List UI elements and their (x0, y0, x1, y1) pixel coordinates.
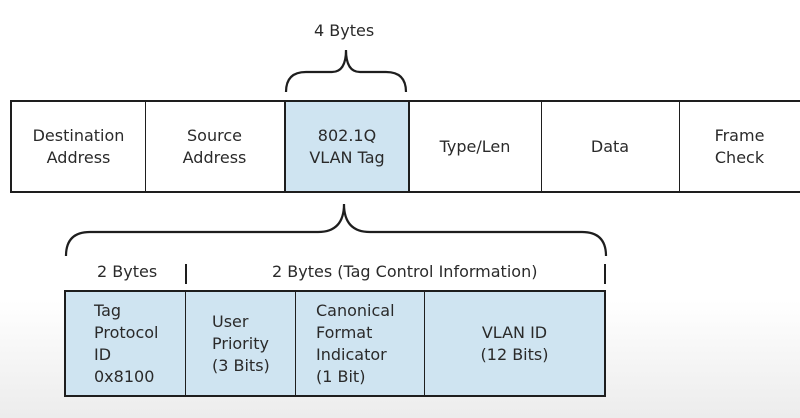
tag-field-user-priority: User Priority (3 Bits) (186, 290, 297, 397)
top-brace (284, 49, 408, 93)
tag-bytes-label-left: 2 Bytes (97, 262, 158, 281)
tag-field-label: Tag Protocol ID 0x8100 (94, 300, 159, 386)
tag-field-label: User Priority (3 Bits) (212, 311, 270, 375)
frame-field-type-len: Type/Len (409, 100, 542, 193)
top-bytes-label: 4 Bytes (314, 21, 375, 40)
bottom-brace (64, 203, 608, 257)
tag-bytes-label-right: 2 Bytes (Tag Control Information) (272, 262, 538, 281)
frame-field-label: Frame Check (714, 125, 765, 167)
tag-field-label: VLAN ID (12 Bits) (480, 322, 549, 364)
frame-field-destination: Destination Address (10, 100, 146, 193)
tag-field-tpid: Tag Protocol ID 0x8100 (64, 290, 187, 397)
frame-field-frame-check: Frame Check (679, 100, 800, 193)
frame-field-label: Data (590, 136, 630, 156)
frame-field-label: Source Address (182, 125, 247, 167)
tag-field-cfi: Canonical Format Indicator (1 Bit) (296, 290, 426, 397)
frame-field-label: Destination Address (32, 125, 125, 167)
tag-field-vlan-id: VLAN ID (12 Bits) (425, 290, 606, 397)
frame-field-data: Data (541, 100, 680, 193)
frame-field-source: Source Address (145, 100, 285, 193)
frame-field-label: 802.1Q VLAN Tag (309, 125, 385, 167)
frame-field-label: Type/Len (439, 136, 511, 156)
frame-field-vlan-tag: 802.1Q VLAN Tag (284, 100, 410, 193)
tag-field-label: Canonical Format Indicator (1 Bit) (316, 300, 395, 386)
